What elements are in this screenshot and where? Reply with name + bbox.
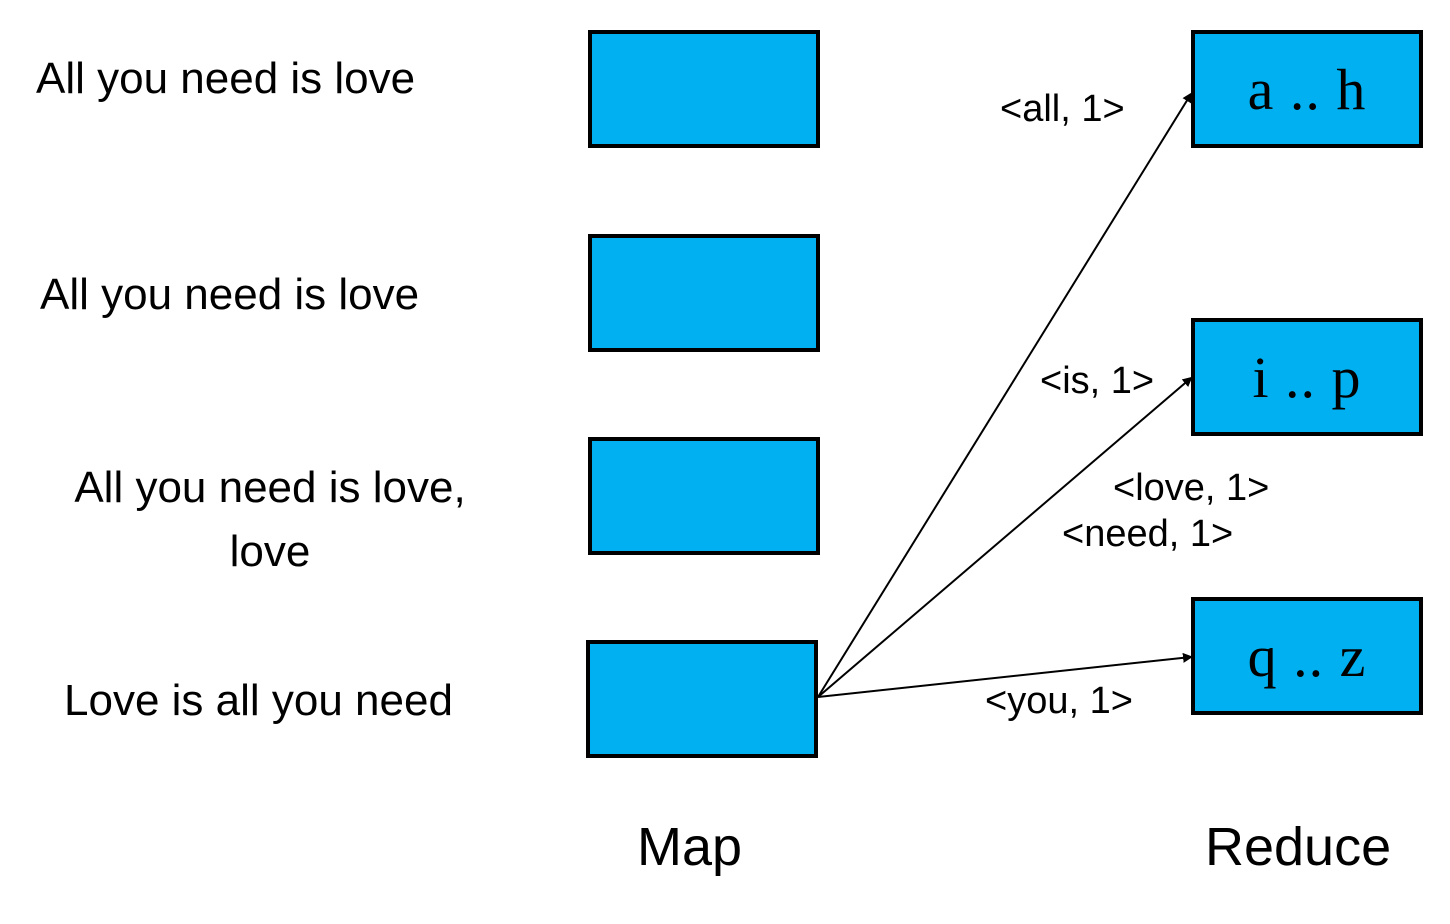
pair-love: <love, 1> [1113,467,1270,509]
reduce-column-label: Reduce [1205,817,1392,877]
map-column-label: Map [637,817,743,877]
reduce-box-q-z: q .. z [1191,597,1423,715]
input-sentence-1: All you need is love [36,54,416,103]
map-box-4 [586,640,818,758]
input-sentence-2: All you need is love [40,270,420,319]
input-sentence-4: Love is all you need [64,676,453,725]
pair-you: <you, 1> [985,680,1133,722]
pair-need: <need, 1> [1062,513,1234,555]
pair-all: <all, 1> [1000,88,1125,130]
input-sentence-3: All you need is love, love [40,456,500,584]
pair-is: <is, 1> [1040,360,1155,402]
arrow-map4-to-reduce-a-h [817,92,1193,698]
input-sentence-3-line-1: All you need is love, [74,463,466,512]
arrow-map4-to-reduce-q-z [817,652,1193,698]
reduce-box-a-h: a .. h [1191,30,1423,148]
input-sentence-3-line-2: love [229,527,311,576]
arrow-map4-to-reduce-i-p [817,376,1193,698]
map-box-2 [588,234,820,352]
map-box-1 [588,30,820,148]
map-box-3 [588,437,820,555]
reduce-box-i-p: i .. p [1191,318,1423,436]
